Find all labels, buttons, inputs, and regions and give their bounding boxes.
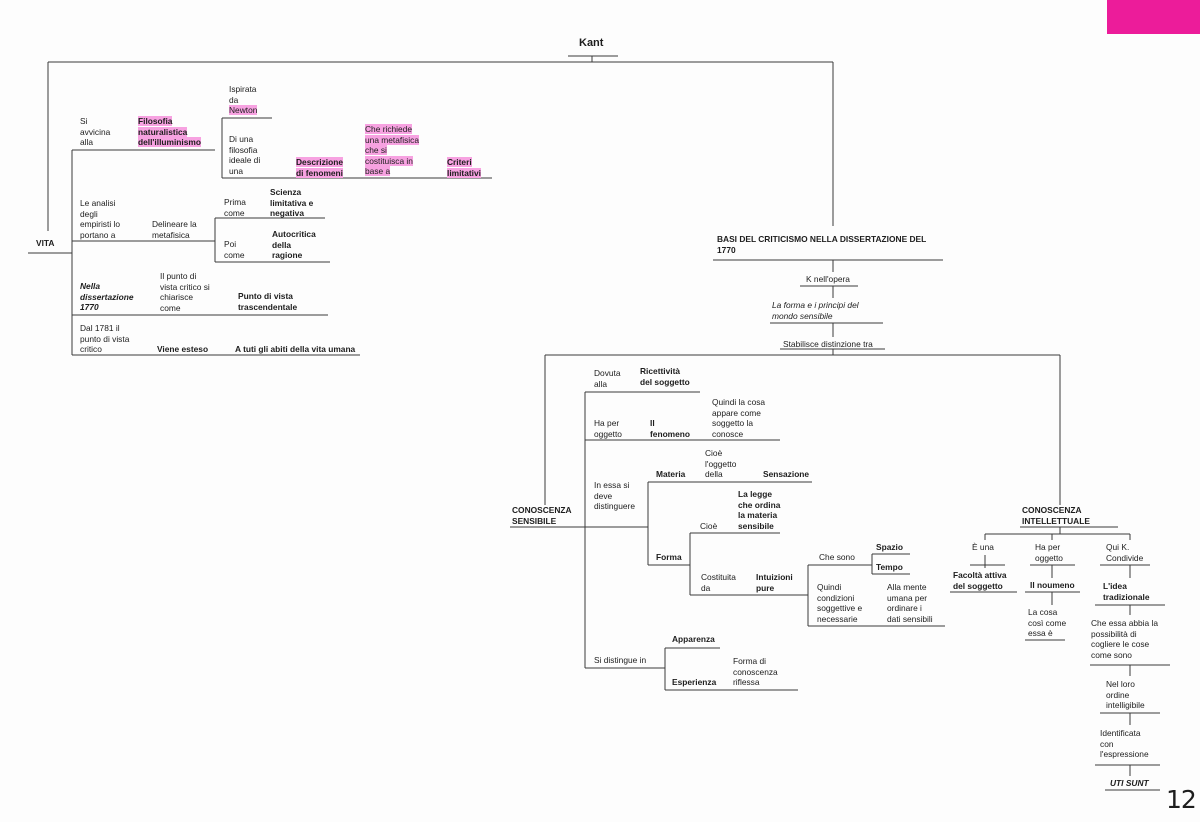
si-distingue-text: Si distingue in bbox=[594, 655, 647, 665]
autocritica-ragione-text: Autocritica della ragione bbox=[272, 229, 316, 260]
si-avvicina-text: Si avvicina alla bbox=[80, 116, 111, 147]
corner-tab-marker bbox=[1107, 0, 1200, 34]
uti-sunt-text: UTI SUNT bbox=[1110, 778, 1149, 788]
k-nell-opera-text: K nell'opera bbox=[806, 274, 850, 284]
root-node-kant: Kant bbox=[579, 37, 604, 49]
stabilisce-distinzione-text: Stabilisce distinzione tra bbox=[783, 339, 873, 349]
quindi-condizioni-text: Quindi condizioni soggettive e necessari… bbox=[817, 582, 863, 624]
e-una-text: È una bbox=[972, 542, 994, 552]
dovuta-alla-text: Dovuta alla bbox=[594, 368, 621, 389]
in-essa-distinguere-text: In essa si deve distinguere bbox=[594, 480, 635, 511]
analisi-empiristi-text: Le analisi degli empiristi lo portano a bbox=[80, 198, 121, 240]
che-sono-text: Che sono bbox=[819, 552, 855, 562]
esperienza-text: Esperienza bbox=[672, 677, 717, 687]
ispirata-da-text: Ispirata da bbox=[229, 84, 257, 105]
tempo-text: Tempo bbox=[876, 562, 903, 572]
viene-esteso-text: Viene esteso bbox=[157, 344, 209, 354]
prima-come-text: Prima come bbox=[224, 197, 246, 218]
tutti-abiti-text: A tuti gli abiti della vita umana bbox=[235, 344, 356, 354]
delineare-metafisica-text: Delineare la metafisica bbox=[152, 219, 197, 240]
sensazione-text: Sensazione bbox=[763, 469, 810, 479]
quindi-cosa-appare-text: Quindi la cosa appare come soggetto la c… bbox=[712, 397, 766, 439]
apparenza-text: Apparenza bbox=[672, 634, 715, 644]
ha-per-oggetto-text: Ha per oggetto bbox=[594, 418, 622, 439]
il-fenomeno-text: Il fenomeno bbox=[650, 418, 691, 439]
opera-title-text: La forma e i principi del mondo sensibil… bbox=[772, 300, 859, 321]
costituita-da-text: Costituita da bbox=[701, 572, 736, 593]
poi-come-text: Poi come bbox=[224, 239, 245, 260]
punto-vista-critico-text: Il punto di vista critico si chiarisce c… bbox=[160, 271, 210, 313]
basi-criticismo-title: BASI DEL CRITICISMO NELLA DISSERTAZIONE … bbox=[717, 234, 927, 255]
conoscenza-sensibile-label: CONOSCENZA SENSIBILE bbox=[512, 505, 572, 526]
di-una-filosofia-text: Di una filosofia ideale di una bbox=[229, 134, 261, 176]
materia-text: Materia bbox=[656, 469, 686, 479]
ricettivita-soggetto-text: Ricettività del soggetto bbox=[640, 366, 690, 387]
criteri-limitativi-text: Criteri limitativi bbox=[447, 157, 481, 178]
che-essa-abbia-text: Che essa abbia la possibilità di coglier… bbox=[1091, 618, 1159, 660]
qui-k-condivide-text: Qui K. Condivide bbox=[1106, 542, 1144, 563]
dal-1781-text: Dal 1781 il punto di vista critico bbox=[80, 323, 130, 354]
cioe-text: Cioè bbox=[700, 521, 718, 531]
il-noumeno-text: Il noumeno bbox=[1030, 580, 1075, 590]
legge-ordina-text: La legge che ordina la materia sensibile bbox=[738, 489, 781, 531]
newton-text: Newton bbox=[229, 105, 258, 115]
facolta-attiva-text: Facoltà attiva del soggetto bbox=[953, 570, 1007, 591]
conoscenza-intellettuale-label: CONOSCENZA INTELLETTUALE bbox=[1022, 505, 1090, 526]
che-richiede-text: Che richiede una metafisica che si costi… bbox=[365, 124, 419, 176]
filosofia-naturalistica-text: Filosofia naturalistica dell'illuminismo bbox=[138, 116, 201, 147]
idea-tradizionale-text: L'idea tradizionale bbox=[1103, 581, 1150, 602]
forma-text: Forma bbox=[656, 552, 682, 562]
spazio-text: Spazio bbox=[876, 542, 903, 552]
la-cosa-text: La cosa così come essa è bbox=[1028, 607, 1067, 638]
identificata-text: Identificata con l'espressione bbox=[1100, 728, 1149, 759]
ha-per-oggetto-noumeno-text: Ha per oggetto bbox=[1035, 542, 1063, 563]
descrizione-fenomeni-text: Descrizione di fenomeni bbox=[296, 157, 344, 178]
nel-loro-ordine-text: Nel loro ordine intelligibile bbox=[1106, 679, 1145, 710]
page-number: 12 bbox=[1166, 785, 1197, 814]
alla-mente-text: Alla mente umana per ordinare i dati sen… bbox=[887, 582, 933, 624]
forma-conoscenza-text: Forma di conoscenza riflessa bbox=[733, 656, 778, 687]
punto-vista-trascendentale-text: Punto di vista trascendentale bbox=[238, 291, 298, 312]
vita-label: VITA bbox=[36, 238, 55, 248]
scienza-limitativa-text: Scienza limitativa e negativa bbox=[270, 187, 314, 218]
intuizioni-pure-text: Intuizioni pure bbox=[756, 572, 793, 593]
nella-dissertazione-text: Nella dissertazione 1770 bbox=[80, 281, 134, 312]
cioe-oggetto-text: Cioè l'oggetto della bbox=[705, 448, 737, 479]
